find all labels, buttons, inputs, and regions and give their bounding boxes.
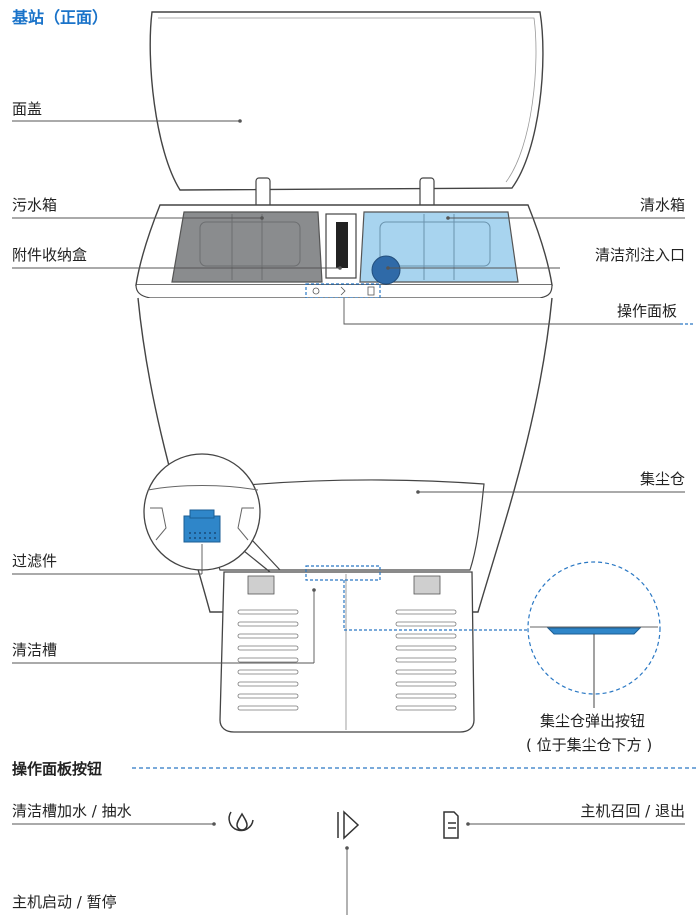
- dock-return-icon: [443, 811, 459, 839]
- label-dirty-tank: 污水箱: [12, 196, 58, 214]
- label-detergent-inlet: 清洁剂注入口: [594, 246, 685, 264]
- detergent-inlet: [371, 255, 401, 285]
- label-accessory-box: 附件收纳盒: [12, 246, 88, 264]
- label-recall-exit: 主机召回 / 退出: [580, 802, 685, 820]
- label-clean-tank: 清水箱: [639, 196, 685, 214]
- page-title: 基站（正面）: [12, 8, 109, 27]
- dirty-tank: [171, 211, 323, 283]
- lid: [149, 11, 544, 191]
- label-start-pause: 主机启动 / 暂停: [12, 893, 117, 911]
- water-drop-cycle-icon: [228, 811, 254, 832]
- label-dust-bin-eject: 集尘仓弹出按钮: [540, 712, 646, 730]
- label-filter: 过滤件: [12, 552, 58, 570]
- label-dust-bin: 集尘仓: [639, 470, 685, 488]
- eject-button: [546, 627, 642, 635]
- label-lid: 面盖: [12, 100, 43, 118]
- label-fill-drain: 清洁槽加水 / 抽水: [12, 802, 132, 820]
- play-pause-icon: [337, 810, 360, 840]
- cleaning-tray: [219, 571, 475, 733]
- label-control-panel: 操作面板: [616, 302, 677, 320]
- section-title-panel-buttons: 操作面板按钮: [12, 760, 103, 778]
- clean-tank: [359, 211, 519, 283]
- label-cleaning-tray: 清洁槽: [12, 641, 58, 659]
- label-dust-bin-eject-note: ( 位于集尘仓下方 ): [526, 736, 653, 754]
